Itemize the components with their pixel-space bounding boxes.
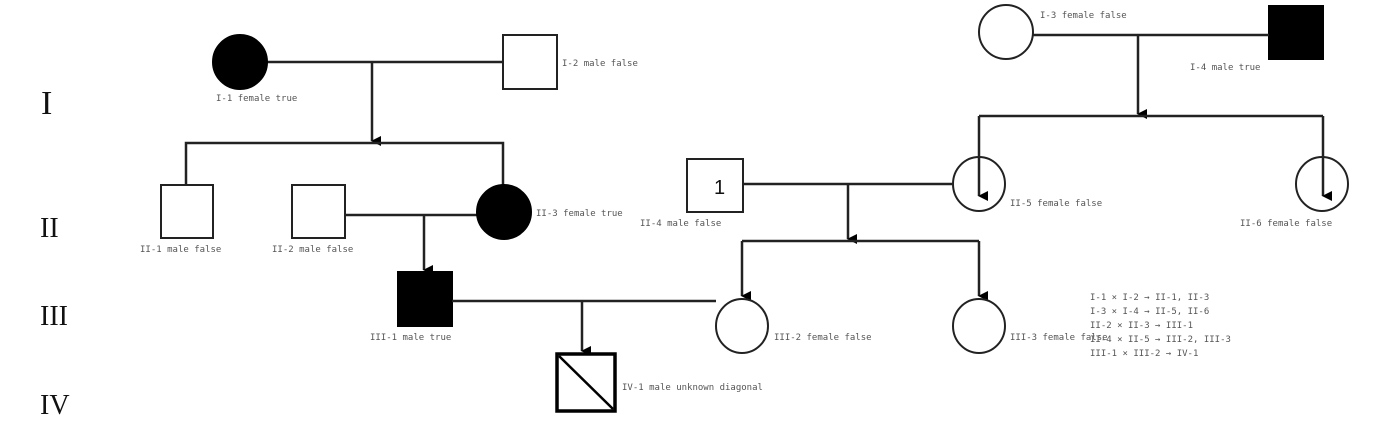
mating-record-2: II-2 × II-3 → III-1 <box>1090 321 1193 331</box>
individual-I-4-affected-male[interactable] <box>1268 5 1324 60</box>
mating-records: I-1 × I-2 → II-1, II-3 I-3 × I-4 → II-5,… <box>1090 293 1231 359</box>
mating-record-0: I-1 × I-2 → II-1, II-3 <box>1090 293 1209 303</box>
record-I-4: I-4 male true <box>1190 63 1260 73</box>
record-I-3: I-3 female false <box>1040 11 1127 21</box>
individual-II-3-affected-female[interactable] <box>476 184 532 240</box>
individual-III-1-affected-male[interactable] <box>397 271 453 327</box>
record-II-1: II-1 male false <box>140 245 221 255</box>
record-III-3: III-3 female false <box>1010 333 1108 343</box>
record-II-2: II-2 male false <box>272 245 353 255</box>
generation-label-IV: IV <box>40 390 70 421</box>
record-III-2: III-2 female false <box>774 333 872 343</box>
mating-record-1: I-3 × I-4 → II-5, II-6 <box>1090 307 1209 317</box>
individual-III-2-female[interactable] <box>715 298 769 354</box>
record-II-3: II-3 female true <box>536 209 623 219</box>
individual-II-1-male[interactable] <box>160 184 214 239</box>
record-I-2: I-2 male false <box>562 59 638 69</box>
mating-record-4: III-1 × III-2 → IV-1 <box>1090 349 1198 359</box>
individual-I-3-female[interactable] <box>978 4 1034 60</box>
generation-label-III: III <box>40 301 68 332</box>
sibship-line-II-left <box>184 141 505 185</box>
record-II-6: II-6 female false <box>1240 219 1332 229</box>
individual-II-2-male[interactable] <box>291 184 346 239</box>
individual-I-2-male[interactable] <box>502 34 558 90</box>
individual-II-4-male[interactable] <box>686 158 744 213</box>
mating-record-3: II-4 × II-5 → III-2, III-3 <box>1090 335 1231 345</box>
generation-label-II: II <box>40 213 59 244</box>
diagonal-marker <box>558 355 614 410</box>
generation-label-I: I <box>41 85 52 122</box>
record-I-1: I-1 female true <box>216 94 297 104</box>
individual-II-4-number: 1 <box>714 177 725 199</box>
individual-records: I-1 female true I-2 male false I-3 femal… <box>140 11 1332 393</box>
record-II-5: II-5 female false <box>1010 199 1102 209</box>
individual-III-3-female[interactable] <box>952 298 1006 354</box>
record-II-4: II-4 male false <box>640 219 721 229</box>
record-III-1: III-1 male true <box>370 333 451 343</box>
individual-I-1-affected-female[interactable] <box>212 34 268 90</box>
record-IV-1: IV-1 male unknown diagonal <box>622 383 763 393</box>
